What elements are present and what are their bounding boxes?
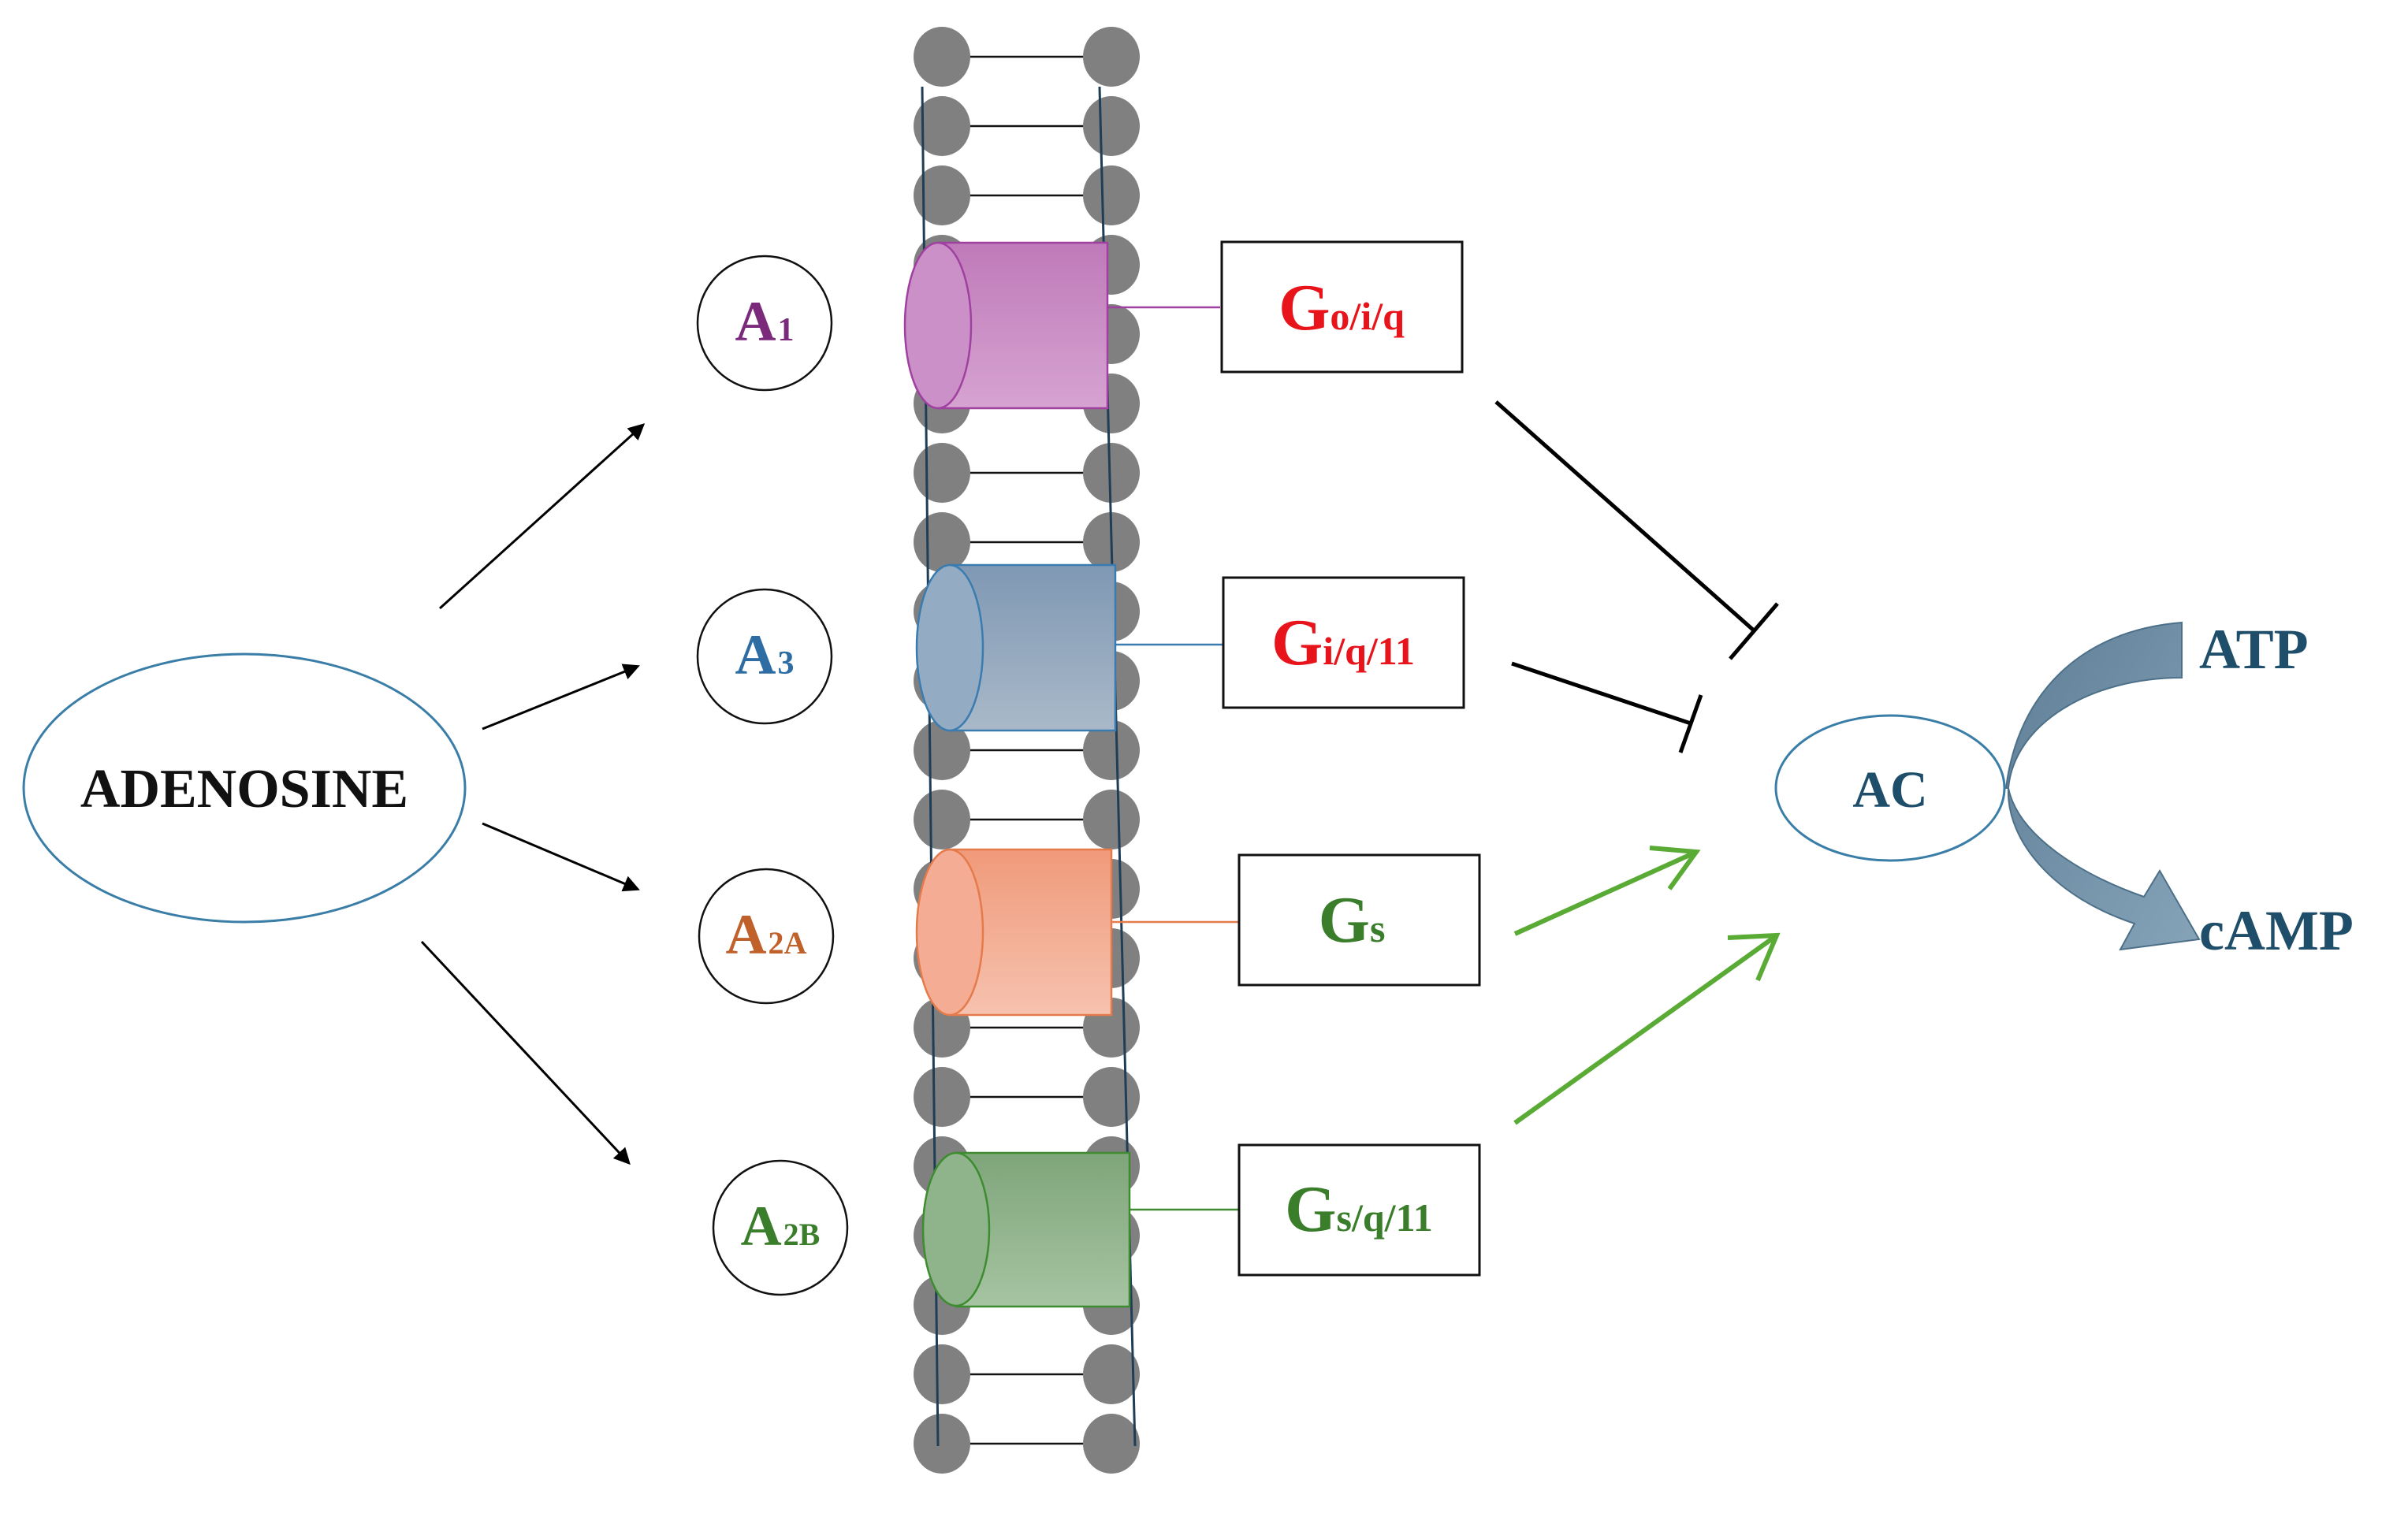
lipid-head bbox=[914, 720, 970, 780]
receptor-a2b-circle bbox=[712, 1159, 849, 1296]
lipid-head bbox=[914, 165, 970, 225]
lipid-head bbox=[914, 1414, 970, 1474]
receptor-a1-label: A1 bbox=[735, 290, 795, 353]
arrow-to-a2b bbox=[420, 940, 631, 1165]
gprotein-i-q-11-label: Gi/q/11 bbox=[1271, 606, 1415, 679]
receptor-a1-circle bbox=[696, 255, 833, 392]
ac-label: AC bbox=[1852, 761, 1927, 819]
receptor-a2a-circle bbox=[698, 868, 835, 1005]
activate-arrow-1 bbox=[1513, 851, 1695, 936]
gprotein-o-i-q-label: Go/i/q bbox=[1278, 271, 1405, 344]
gprotein-s-label: Gs bbox=[1319, 883, 1386, 957]
curved-arrow-shape bbox=[2004, 621, 2201, 951]
ac-node: AC bbox=[1774, 714, 2006, 862]
lipid-head bbox=[914, 1067, 970, 1127]
arrow-to-a3 bbox=[482, 664, 640, 730]
gprotein-i-q-11-box bbox=[1222, 576, 1465, 709]
receptor-a3: A3 bbox=[696, 588, 833, 725]
atp-to-camp-arrow bbox=[2004, 621, 2201, 951]
activate-arrow-2 bbox=[1513, 935, 1775, 1125]
lipid-head bbox=[1083, 1414, 1140, 1474]
lipid-head bbox=[1083, 443, 1140, 503]
lipid-head bbox=[914, 27, 970, 87]
gprotein-o-i-q: Go/i/q bbox=[1220, 240, 1464, 374]
gprotein-s: Gs bbox=[1237, 853, 1481, 987]
receptor-a2b: A2B bbox=[712, 1159, 849, 1296]
lipid-head bbox=[914, 512, 970, 572]
lipid-head bbox=[1083, 790, 1140, 849]
receptor-a3-circle bbox=[696, 588, 833, 725]
arrow-to-a1 bbox=[438, 423, 646, 610]
inhibit-line-1 bbox=[1494, 400, 1755, 632]
gprotein-s-q-11-label: Gs/q/11 bbox=[1285, 1173, 1433, 1246]
activate-arrowhead-1 bbox=[1649, 846, 1701, 890]
receptor-a1: A1 bbox=[696, 255, 833, 392]
receptor-a2a: A2A bbox=[698, 868, 835, 1005]
lipid-head bbox=[1083, 1344, 1140, 1404]
cylinder-a1 bbox=[903, 241, 1220, 410]
lipid-head bbox=[914, 790, 970, 849]
lipid-head bbox=[1083, 720, 1140, 780]
lipid-head bbox=[1083, 1067, 1140, 1127]
activation-arrows bbox=[1513, 846, 1781, 1125]
lipid-head bbox=[1083, 27, 1140, 87]
lipid-head bbox=[1083, 165, 1140, 225]
ac-ellipse bbox=[1774, 714, 2006, 862]
camp-label: cAMP bbox=[2199, 899, 2354, 962]
adenosine-label: ADENOSINE bbox=[80, 759, 408, 820]
adenosine-ellipse bbox=[22, 652, 467, 924]
inhibit-bar-2 bbox=[1678, 694, 1703, 753]
atp-label: ATP bbox=[2199, 618, 2309, 681]
cylinder-a3 bbox=[915, 563, 1223, 732]
activate-arrowhead-2 bbox=[1727, 932, 1781, 982]
gprotein-i-q-11: Gi/q/11 bbox=[1222, 576, 1465, 709]
gprotein-s-q-11-box bbox=[1237, 1143, 1481, 1277]
inhibition-arrows bbox=[1494, 400, 1779, 753]
receptor-a2b-label: A2B bbox=[741, 1195, 821, 1258]
gprotein-o-i-q-box bbox=[1220, 240, 1464, 374]
lipid-head bbox=[914, 443, 970, 503]
lipid-head bbox=[1083, 96, 1140, 156]
adenosine-node: ADENOSINE bbox=[22, 652, 467, 924]
inhibit-bar-1 bbox=[1729, 602, 1779, 660]
receptor-a2a-label: A2A bbox=[726, 903, 807, 966]
lipid-head bbox=[914, 96, 970, 156]
gprotein-s-q-11: Gs/q/11 bbox=[1237, 1143, 1481, 1277]
cylinder-a2b bbox=[921, 1151, 1239, 1308]
receptor-a3-label: A3 bbox=[735, 623, 795, 686]
adenosine-arrows bbox=[420, 423, 646, 1165]
cylinder-a2a bbox=[915, 848, 1239, 1017]
lipid-head bbox=[914, 1344, 970, 1404]
gprotein-s-box bbox=[1237, 853, 1481, 987]
inhibit-line-2 bbox=[1511, 661, 1692, 726]
arrow-to-a2a bbox=[482, 822, 640, 892]
